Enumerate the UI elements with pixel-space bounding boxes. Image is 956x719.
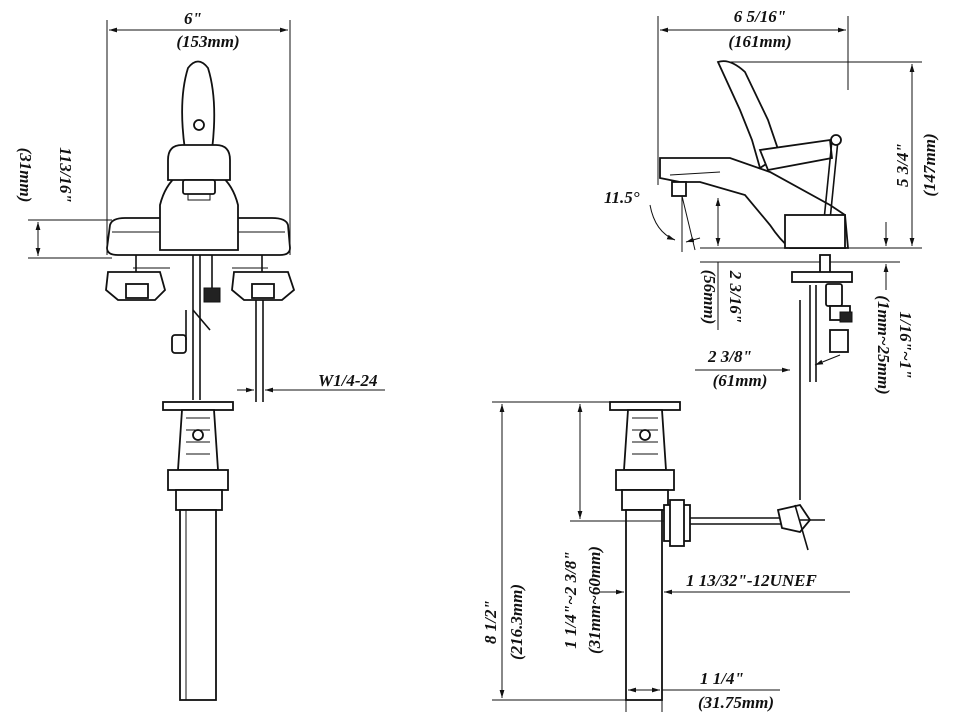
deck-range-mm: (1mm~25mm) — [874, 295, 893, 394]
side-width-in: 6 5/16" — [734, 7, 786, 26]
drain-dia-in: 1 1/4" — [700, 669, 744, 688]
drain-length-mm: (216.3mm) — [507, 584, 526, 660]
drain-adjust-in: 1 1/4"~2 3/8" — [561, 551, 580, 649]
front-width-in: 6" — [184, 9, 202, 28]
drain-length-in: 8 1/2" — [481, 600, 500, 644]
spout-height-mm: (56mm) — [700, 270, 719, 325]
reach-in: 2 3/8" — [707, 347, 752, 366]
deck-range-in: 1/16"~1" — [896, 311, 915, 378]
front-width-mm: (153mm) — [176, 32, 239, 51]
side-height-mm: (147mm) — [920, 133, 939, 196]
thread-label: W1/4-24 — [318, 371, 378, 390]
front-height-mm: (31mm) — [16, 148, 35, 203]
front-view — [28, 20, 385, 701]
side-width-mm: (161mm) — [728, 32, 791, 51]
front-height-in: 113/16" — [56, 147, 75, 203]
side-view — [492, 16, 922, 712]
drain-adjust-mm: (31mm~60mm) — [585, 546, 604, 654]
angle-label: 11.5° — [604, 188, 640, 207]
drain-thread-label: 1 13/32"-12UNEF — [686, 571, 817, 590]
reach-mm: (61mm) — [713, 371, 768, 390]
spout-height-in: 2 3/16" — [726, 270, 745, 323]
drain-dia-mm: (31.75mm) — [698, 693, 774, 712]
side-height-in: 5 3/4" — [893, 143, 912, 187]
